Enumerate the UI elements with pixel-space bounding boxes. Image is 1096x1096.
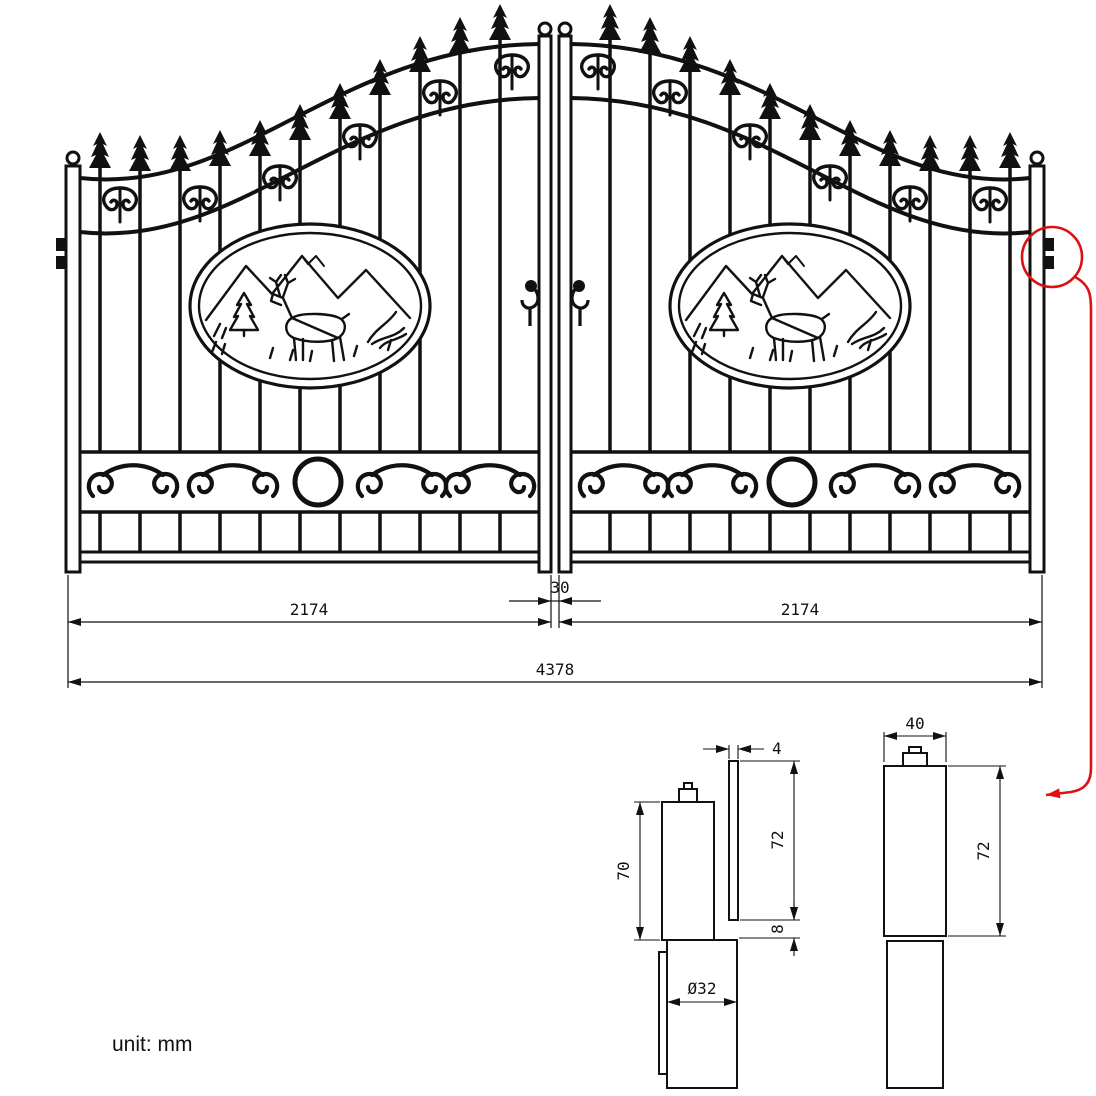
dim-right-leaf-width: 2174 (781, 600, 820, 619)
hinge-barrel (886, 940, 944, 1089)
dim-plate-height: 72 (768, 830, 787, 849)
hinge-barrel-plate (658, 951, 668, 1075)
left-top-rail-upper (79, 42, 540, 182)
ball-finial (65, 150, 81, 166)
ball-finial (537, 21, 553, 37)
hinge-side-dimensions (634, 745, 800, 1006)
hinge-cap (902, 752, 928, 767)
unit-label: unit: mm (112, 1033, 193, 1056)
left-top-rail-lower (79, 96, 540, 236)
hinge-front-dimensions (883, 732, 1006, 937)
center-curl-right (570, 278, 590, 328)
hinge-cap-nub (683, 782, 693, 790)
dim-barrel-diameter: Ø32 (688, 979, 717, 998)
bottom-rails (68, 550, 1042, 564)
right-top-band-scrolls (579, 53, 1009, 224)
left-post (64, 164, 82, 574)
dim-body-height: 70 (614, 861, 633, 880)
left-scroll-band (80, 450, 539, 514)
ball-finial (557, 21, 573, 37)
left-top-band-scrolls (101, 53, 531, 224)
ball-finial (1029, 150, 1045, 166)
hinge-cap-nub (908, 746, 922, 754)
hinge-body (883, 765, 947, 937)
hinge-highlight-circle (1020, 225, 1084, 289)
hinge-cap (678, 788, 698, 803)
center-right-post (557, 34, 573, 574)
right-gate-leaf (570, 4, 1031, 552)
center-left-post (537, 34, 553, 574)
left-oval-medallion (188, 222, 432, 390)
left-gate-leaf (79, 4, 540, 552)
gate-dimensions (67, 575, 1043, 688)
right-post (1028, 164, 1046, 574)
hinge-body (661, 801, 715, 941)
hinge-detail-side-view (658, 760, 739, 1089)
band-ring (766, 456, 818, 508)
dim-left-leaf-width: 2174 (290, 600, 329, 619)
dim-front-width: 40 (905, 714, 924, 733)
right-top-rail-upper (570, 42, 1031, 182)
band-ring (292, 456, 344, 508)
dim-plate-gap: 8 (768, 924, 787, 934)
right-oval-medallion (668, 222, 912, 390)
hinge-barrel (666, 939, 738, 1089)
center-curl-left (520, 278, 540, 328)
right-top-rail-lower (570, 96, 1031, 236)
dim-gap-width: 30 (550, 578, 569, 597)
dim-plate-thickness: 4 (772, 739, 782, 758)
right-scroll-band (571, 450, 1030, 514)
hinge-plate (728, 760, 739, 921)
dim-total-width: 4378 (536, 660, 575, 679)
hinge-detail-front-view (883, 746, 947, 1089)
hinge-leader-arrow (1045, 275, 1093, 799)
gate-posts (64, 21, 1046, 574)
dim-front-height: 72 (974, 841, 993, 860)
